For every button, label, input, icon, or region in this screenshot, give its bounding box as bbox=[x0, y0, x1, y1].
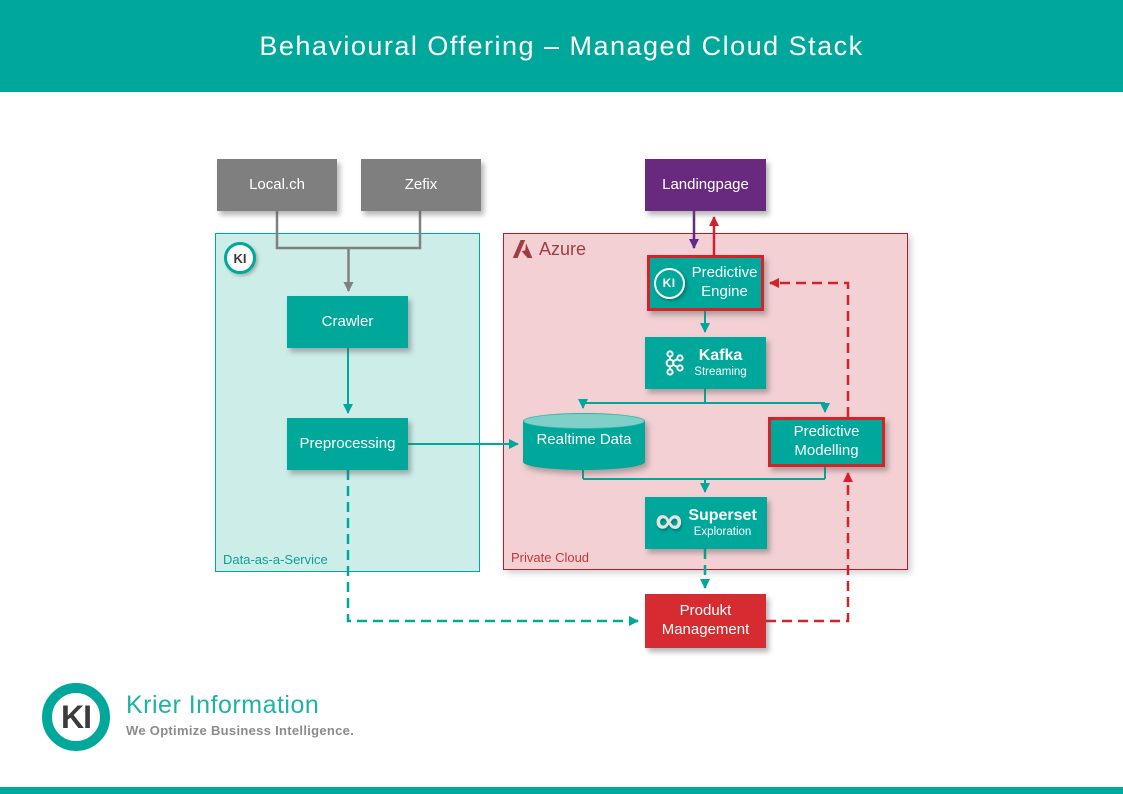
node-superset-title: Superset bbox=[688, 507, 757, 525]
node-superset-text: Superset Exploration bbox=[688, 507, 756, 539]
region-private-cloud-label: Private Cloud bbox=[511, 550, 590, 565]
ki-ring-monogram: KI bbox=[662, 275, 676, 290]
node-crawler-label: Crawler bbox=[321, 312, 374, 330]
cylinder-top bbox=[523, 413, 645, 429]
ki-ring-icon: KI bbox=[653, 267, 685, 299]
node-preprocessing-label: Preprocessing bbox=[299, 434, 396, 452]
node-predictive-engine-label: Predictive Engine bbox=[691, 264, 758, 300]
node-kafka-title: Kafka bbox=[698, 347, 743, 365]
company-logo-icon: KI bbox=[42, 683, 110, 751]
node-superset: ∞ Superset Exploration bbox=[645, 497, 767, 549]
region-data-as-a-service: KI Data-as-a-Service bbox=[215, 233, 480, 572]
node-realtime-data: Realtime Data bbox=[523, 413, 645, 470]
node-predictive-modelling: Predictive Modelling bbox=[768, 417, 885, 467]
node-landingpage-label: Landingpage bbox=[662, 175, 749, 193]
ki-badge-monogram: KI bbox=[233, 250, 247, 266]
node-predictive-modelling-label: Predictive Modelling bbox=[793, 423, 860, 459]
node-local-ch-label: Local.ch bbox=[249, 175, 305, 193]
node-zefix-label: Zefix bbox=[404, 175, 438, 193]
node-preprocessing: Preprocessing bbox=[287, 418, 408, 470]
region-daas-label: Data-as-a-Service bbox=[223, 552, 328, 567]
node-predictive-engine: KI Predictive Engine bbox=[647, 255, 764, 311]
title-banner: Behavioural Offering – Managed Cloud Sta… bbox=[0, 0, 1123, 92]
azure-logo-icon bbox=[512, 240, 533, 258]
page-title: Behavioural Offering – Managed Cloud Sta… bbox=[259, 31, 864, 61]
company-logo: KI Krier Information We Optimize Busines… bbox=[42, 683, 354, 751]
ki-badge: KI bbox=[224, 242, 256, 274]
company-tagline: We Optimize Business Intelligence. bbox=[126, 723, 355, 738]
company-logo-monogram: KI bbox=[61, 698, 92, 735]
node-produkt-management: Produkt Management bbox=[645, 594, 766, 648]
company-name: Krier Information bbox=[126, 691, 320, 719]
node-kafka-text: Kafka Streaming bbox=[694, 347, 746, 379]
node-crawler: Crawler bbox=[287, 296, 408, 348]
node-landingpage: Landingpage bbox=[645, 159, 766, 211]
node-kafka: Kafka Streaming bbox=[645, 337, 766, 389]
company-logo-words: Krier Information We Optimize Business I… bbox=[126, 691, 354, 738]
node-kafka-subtitle: Streaming bbox=[694, 365, 747, 378]
azure-wordmark: Azure bbox=[539, 239, 587, 259]
node-realtime-data-label: Realtime Data bbox=[536, 431, 632, 448]
node-produkt-management-label: Produkt Management bbox=[661, 602, 750, 638]
kafka-logo-icon bbox=[665, 350, 684, 376]
node-zefix: Zefix bbox=[361, 159, 481, 211]
footer-bar bbox=[0, 787, 1123, 794]
node-superset-subtitle: Exploration bbox=[693, 525, 752, 538]
azure-logo: Azure bbox=[512, 239, 586, 260]
node-local-ch: Local.ch bbox=[217, 159, 337, 211]
